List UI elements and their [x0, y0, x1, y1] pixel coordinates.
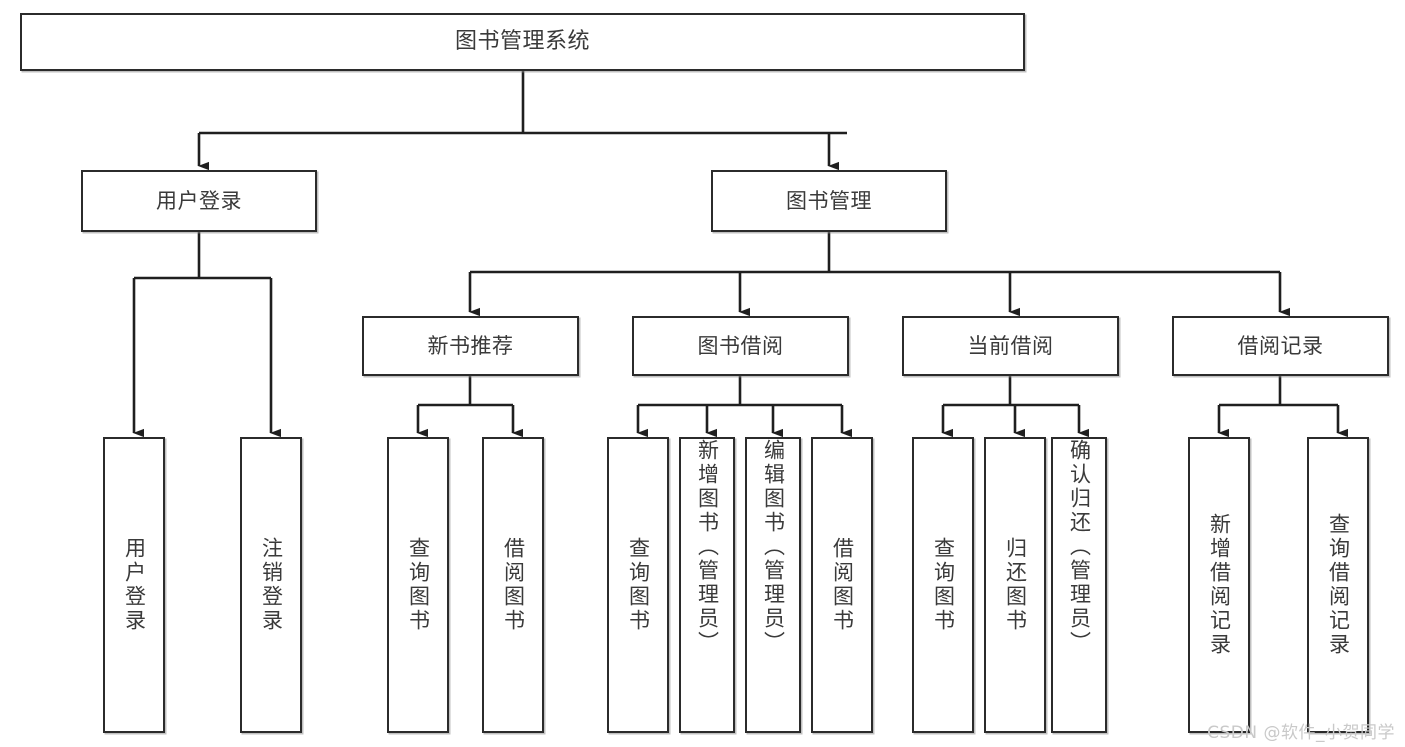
node-book-borrow-label: 图书借阅 [697, 333, 784, 358]
node-borrow-record-label: 借阅记录 [1237, 333, 1324, 358]
node-new-book-recommend[interactable]: 新书推荐 [362, 316, 579, 376]
leaf-logout-label: 注销登录 [259, 537, 284, 633]
leaf-query-book-borrow[interactable]: 查询图书 [607, 437, 669, 733]
leaf-query-book-new-label: 查询图书 [406, 537, 431, 633]
leaf-query-book-current[interactable]: 查询图书 [912, 437, 974, 733]
leaf-confirm-return-admin-label: 确认归还（管理员） [1067, 439, 1092, 655]
leaf-edit-book-admin[interactable]: 编辑图书（管理员） [745, 437, 801, 733]
leaf-query-book-new[interactable]: 查询图书 [387, 437, 449, 733]
leaf-borrow-book-new-label: 借阅图书 [501, 537, 526, 633]
leaf-edit-book-admin-label: 编辑图书（管理员） [761, 439, 786, 655]
node-user-login[interactable]: 用户登录 [81, 170, 317, 232]
leaf-borrow-book-new[interactable]: 借阅图书 [482, 437, 544, 733]
leaf-return-book-label: 归还图书 [1003, 537, 1028, 633]
leaf-logout[interactable]: 注销登录 [240, 437, 302, 733]
node-root[interactable]: 图书管理系统 [20, 13, 1025, 71]
leaf-query-borrow-record[interactable]: 查询借阅记录 [1307, 437, 1369, 733]
leaf-user-login-label: 用户登录 [122, 537, 147, 633]
watermark: CSDN @软件_小贺同学 [1207, 723, 1395, 743]
leaf-confirm-return-admin[interactable]: 确认归还（管理员） [1051, 437, 1107, 733]
leaf-user-login[interactable]: 用户登录 [103, 437, 165, 733]
leaf-borrow-book-label: 借阅图书 [830, 537, 855, 633]
node-current-borrow[interactable]: 当前借阅 [902, 316, 1119, 376]
node-book-borrow[interactable]: 图书借阅 [632, 316, 849, 376]
node-new-book-recommend-label: 新书推荐 [427, 333, 514, 358]
node-borrow-record[interactable]: 借阅记录 [1172, 316, 1389, 376]
leaf-return-book[interactable]: 归还图书 [984, 437, 1046, 733]
leaf-query-borrow-record-label: 查询借阅记录 [1326, 513, 1351, 657]
leaf-add-borrow-record[interactable]: 新增借阅记录 [1188, 437, 1250, 733]
leaf-add-book-admin[interactable]: 新增图书（管理员） [679, 437, 735, 733]
leaf-add-book-admin-label: 新增图书（管理员） [695, 439, 720, 655]
leaf-add-borrow-record-label: 新增借阅记录 [1207, 513, 1232, 657]
node-user-login-label: 用户登录 [156, 188, 242, 213]
node-book-management-label: 图书管理 [786, 188, 872, 213]
leaf-query-book-current-label: 查询图书 [931, 537, 956, 633]
node-current-borrow-label: 当前借阅 [967, 333, 1054, 358]
leaf-borrow-book[interactable]: 借阅图书 [811, 437, 873, 733]
leaf-query-book-borrow-label: 查询图书 [626, 537, 651, 633]
node-book-management[interactable]: 图书管理 [711, 170, 947, 232]
node-root-label: 图书管理系统 [454, 29, 590, 55]
